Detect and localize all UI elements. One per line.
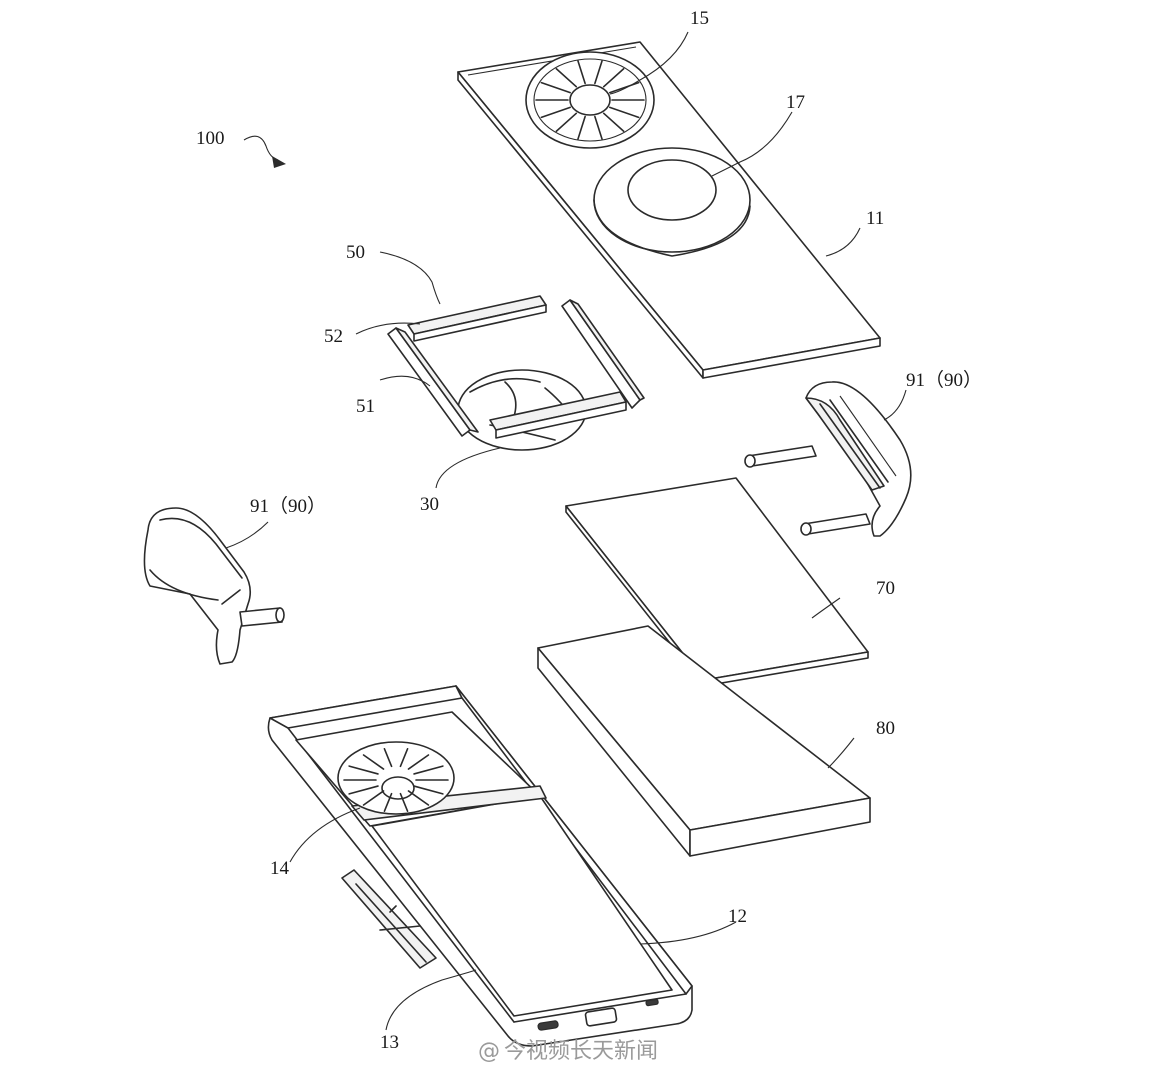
label-13: 13 bbox=[380, 1032, 399, 1053]
watermark-text: 今视频长天新闻 bbox=[504, 1039, 658, 1064]
label-50: 50 bbox=[346, 242, 365, 263]
vent-spoke bbox=[348, 785, 379, 795]
vent-spoke bbox=[413, 765, 444, 775]
label-52: 52 bbox=[324, 326, 343, 347]
housing-vent-grille bbox=[337, 741, 455, 815]
label-100: 100 bbox=[196, 128, 225, 149]
vent-spoke bbox=[413, 785, 444, 795]
label-91-left: 91（90） bbox=[250, 495, 326, 517]
vent-spoke bbox=[594, 60, 603, 85]
magnetic-ring-shape bbox=[593, 147, 751, 257]
label-15: 15 bbox=[690, 8, 709, 29]
watermark-symbol: @ bbox=[478, 1039, 500, 1064]
vent-spoke bbox=[602, 67, 625, 88]
clip-left bbox=[143, 507, 285, 665]
vent-spoke bbox=[399, 792, 409, 812]
vent-spoke bbox=[407, 790, 430, 806]
label-12: 12 bbox=[728, 906, 747, 927]
vent-spoke bbox=[399, 748, 409, 768]
label-30: 30 bbox=[420, 494, 439, 515]
battery bbox=[537, 625, 871, 857]
label-70: 70 bbox=[876, 578, 895, 599]
part-labels: 100 15 17 11 50 52 51 30 91（90） 91（90） 7… bbox=[196, 8, 982, 1053]
vent-spoke bbox=[348, 765, 379, 775]
label-91-right: 91（90） bbox=[906, 369, 982, 391]
vent-spoke bbox=[555, 112, 578, 133]
clip-right bbox=[744, 381, 912, 537]
watermark: @ 今视频长天新闻 bbox=[478, 1039, 658, 1064]
rear-housing bbox=[267, 685, 693, 1047]
vent-spoke bbox=[362, 754, 385, 770]
heat-sink-frame bbox=[387, 295, 645, 439]
vent-spoke bbox=[577, 115, 586, 140]
front-cover bbox=[457, 41, 881, 379]
vent-spoke bbox=[609, 106, 640, 119]
vent-spoke bbox=[594, 115, 603, 140]
label-14: 14 bbox=[270, 858, 290, 879]
vent-spoke bbox=[362, 790, 385, 806]
cover-vent-grille bbox=[525, 51, 655, 149]
label-17: 17 bbox=[786, 92, 805, 113]
vent-spoke bbox=[555, 67, 578, 88]
vent-spoke bbox=[577, 60, 586, 85]
leader-lines bbox=[225, 31, 907, 1031]
circuit-board bbox=[565, 477, 869, 687]
vent-spoke bbox=[540, 106, 571, 119]
vent-spoke bbox=[383, 748, 393, 768]
vent-spoke bbox=[540, 81, 571, 94]
vent-spoke bbox=[407, 754, 430, 770]
label-11: 11 bbox=[866, 208, 884, 229]
vent-spoke bbox=[602, 112, 625, 133]
label-80: 80 bbox=[876, 718, 895, 739]
label-51: 51 bbox=[356, 396, 375, 417]
vent-spoke bbox=[383, 792, 393, 812]
vent-spoke bbox=[609, 81, 640, 94]
